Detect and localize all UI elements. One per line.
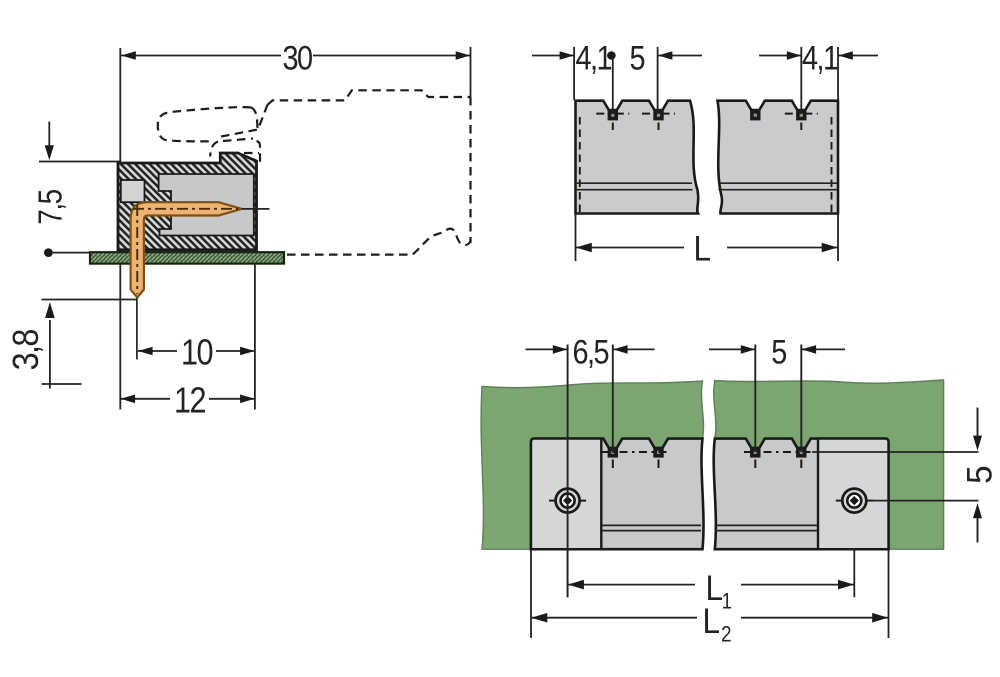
svg-text:5: 5	[771, 332, 787, 371]
svg-text:6,5: 6,5	[573, 332, 610, 371]
svg-text:10: 10	[181, 333, 213, 373]
svg-text:12: 12	[174, 381, 205, 421]
svg-text:7,5: 7,5	[32, 190, 69, 225]
svg-text:3,8: 3,8	[7, 330, 47, 371]
svg-text:4,1: 4,1	[576, 38, 612, 77]
svg-text:5: 5	[630, 38, 646, 77]
svg-text:2: 2	[721, 623, 731, 647]
svg-text:L: L	[706, 569, 723, 608]
svg-text:4,1: 4,1	[802, 38, 838, 77]
svg-text:30: 30	[282, 38, 312, 77]
svg-text:L: L	[703, 603, 720, 642]
svg-text:5: 5	[961, 466, 1000, 484]
svg-text:1: 1	[722, 590, 732, 614]
svg-text:L: L	[694, 230, 711, 269]
